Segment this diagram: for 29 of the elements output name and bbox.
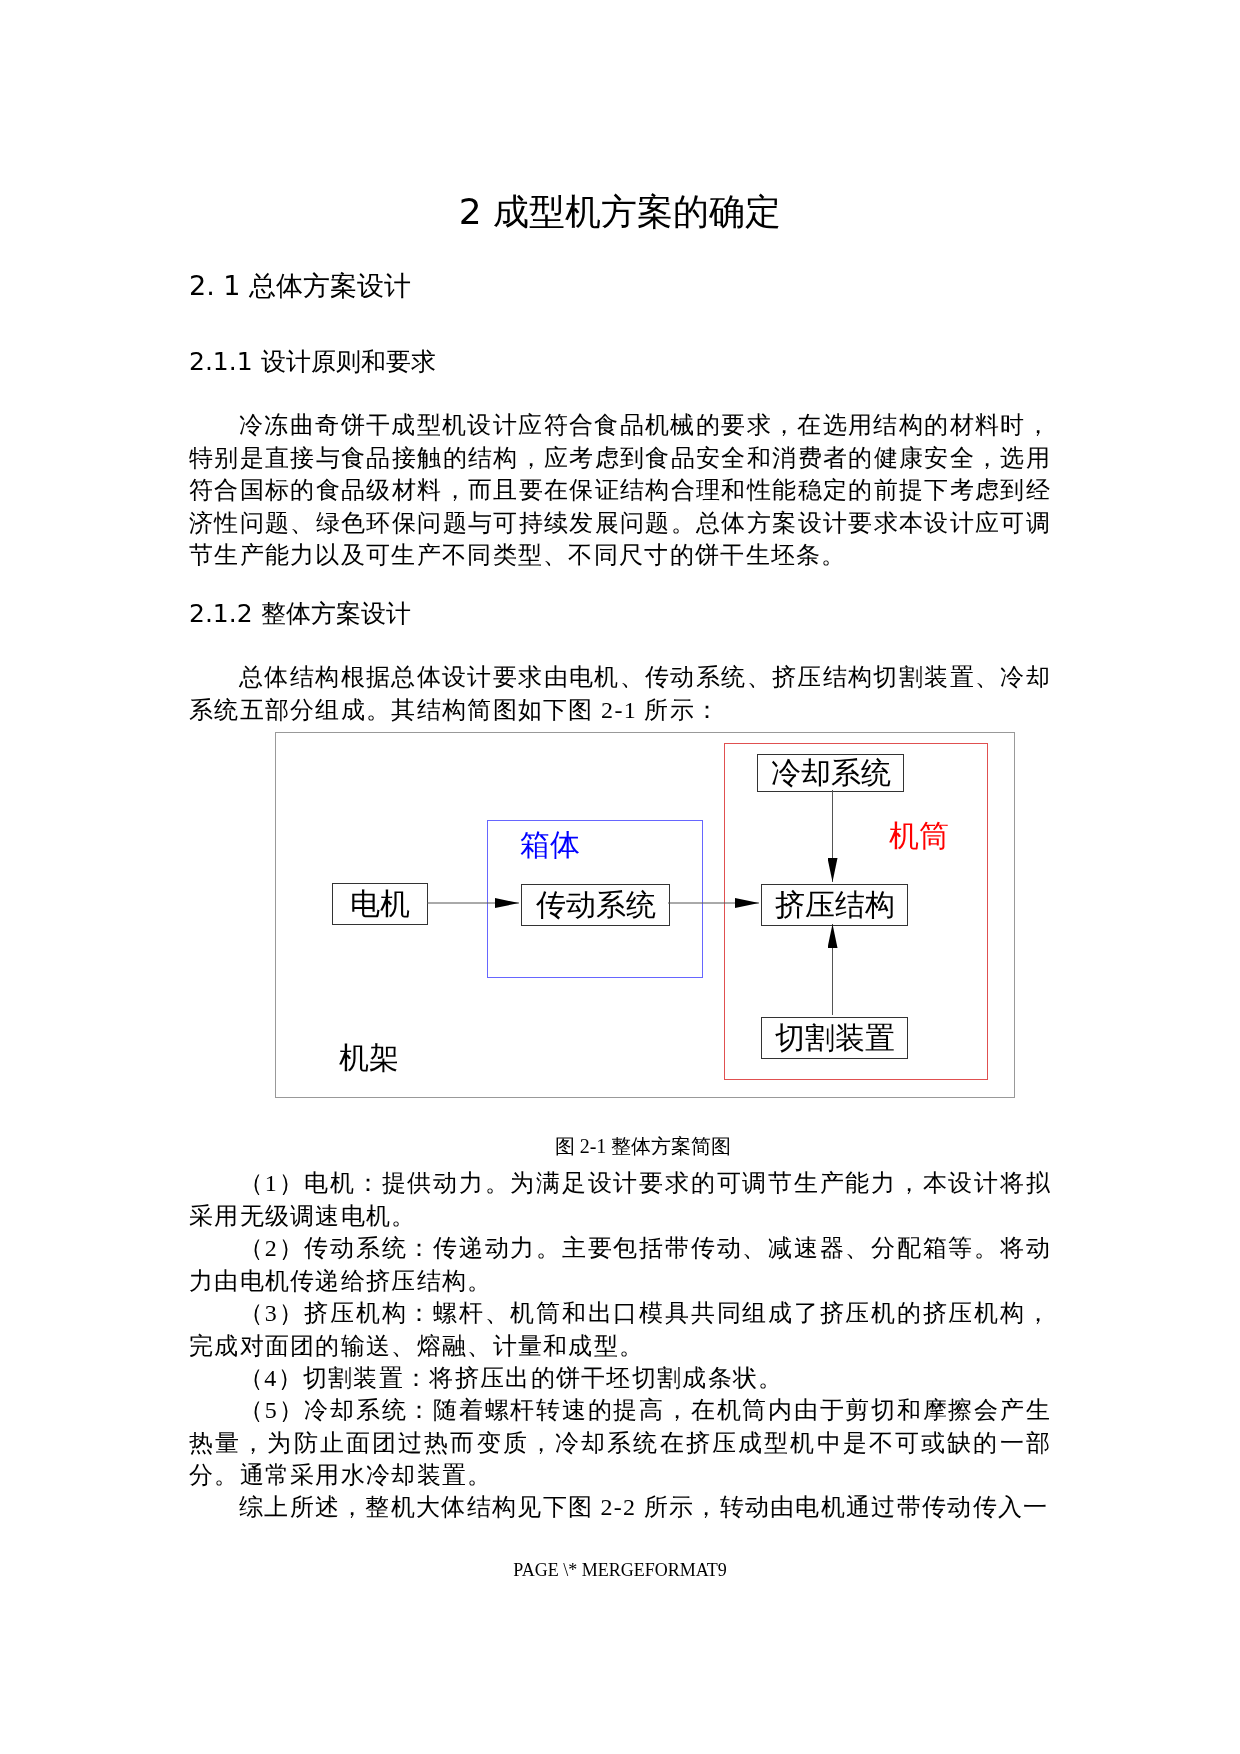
- arrow: [426, 898, 520, 908]
- group-frame: [487, 820, 703, 978]
- component-box: 传动系统: [521, 884, 670, 926]
- section-heading: 2. 1 总体方案设计: [189, 269, 412, 303]
- paragraph: （5）冷却系统：随着螺杆转速的提高，在机筒内由于剪切和摩擦会产生热量，为防止面团过热而变质，冷却系统在挤压成型机中是不可或缺的一部分。通常采用水冷却装置。: [189, 1396, 1051, 1490]
- paragraph: 总体结构根据总体设计要求由电机、传动系统、挤压结构切割装置、冷却系统五部分组成。其结构简图如下图 2-1 所示：: [189, 663, 1051, 725]
- group-frame: [724, 743, 988, 1080]
- paragraph: （1）电机：提供动力。为满足设计要求的可调节生产能力，本设计将拟采用无级调速电机。: [189, 1169, 1051, 1231]
- group-label: 箱体: [520, 827, 580, 863]
- paragraph: （4）切割装置：将挤压出的饼干坯切割成条状。: [238, 1364, 785, 1393]
- component-box: 切割装置: [761, 1017, 908, 1059]
- group-label: 机筒: [889, 818, 949, 854]
- group-label: 机架: [339, 1040, 399, 1076]
- component-box: 电机: [332, 883, 428, 925]
- paragraph: 冷冻曲奇饼干成型机设计应符合食品机械的要求，在选用结构的材料时，特别是直接与食品接触的结构，应考虑到食品安全和消费者的健康安全，选用符合国标的食品级材料，而且要在保证结构合理和性能稳定的前提下考虑到经济性问题、绿色环保问题与可持续发展问题。总体方案设计要求本设计应可调节生产能力以及可生产不同类型、不同尺寸的饼干生坯条。: [189, 411, 1051, 570]
- arrow: [827, 789, 838, 883]
- subsection-heading: 2.1.1 设计原则和要求: [189, 346, 436, 378]
- component-box: 挤压结构: [761, 884, 908, 926]
- page-footer: PAGE \* MERGEFORMAT9: [0, 1560, 1240, 1581]
- paragraph: 综上所述，整机大体结构见下图 2-2 所示，转动由电机通过带传动传入一: [238, 1493, 1050, 1522]
- paragraph: （3）挤压机构：螺杆、机筒和出口模具共同组成了挤压机的挤压机构，完成对面团的输送、熔融、计量和成型。: [189, 1299, 1051, 1361]
- arrow: [667, 898, 760, 908]
- arrow: [827, 923, 838, 1016]
- paragraph: （2）传动系统：传递动力。主要包括带传动、减速器、分配箱等。将动力由电机传递给挤压结构。: [189, 1234, 1051, 1296]
- page-title: 2 成型机方案的确定: [457, 190, 783, 234]
- subsection-heading: 2.1.2 整体方案设计: [189, 598, 411, 630]
- component-box: 冷却系统: [757, 754, 904, 792]
- figure-caption: 图 2-1 整体方案简图: [553, 1134, 733, 1159]
- frame: [275, 732, 1015, 1098]
